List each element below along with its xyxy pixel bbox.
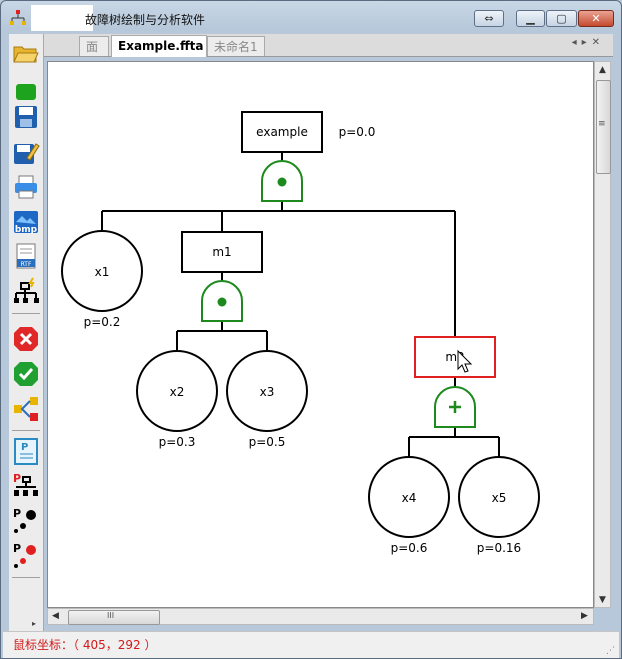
fault-tree-diagram: example p=0.0 x1 p=0.2 m1 x2 p=0.3 x3 p=… — [61, 111, 540, 555]
minimize-button[interactable]: ▁ — [516, 10, 545, 27]
tab-home[interactable]: 面 — [79, 36, 109, 56]
fault-tree-app-icon — [10, 10, 26, 25]
intermediate-event-label: m1 — [212, 245, 231, 259]
maximize-button[interactable]: ▢ — [546, 10, 577, 27]
svg-text:P: P — [21, 442, 28, 453]
fault-tree-canvas[interactable]: example p=0.0 x1 p=0.2 m1 x2 p=0.3 x3 p=… — [47, 61, 594, 608]
intermediate-event-m2-selected[interactable] — [414, 336, 496, 378]
top-event-box[interactable] — [241, 111, 323, 153]
generate-tree-icon[interactable] — [12, 277, 40, 305]
basic-event-probability: p=0.3 — [159, 435, 196, 449]
delete-node-icon[interactable] — [12, 325, 40, 353]
document-tab-bar: 面 Example.ffta 未命名1 ◂▸✕ — [9, 34, 613, 57]
basic-event-x5[interactable] — [458, 456, 540, 538]
save-as-icon[interactable] — [12, 138, 40, 166]
svg-text:P: P — [13, 542, 21, 555]
basic-event-probability: p=0.5 — [249, 435, 286, 449]
basic-event-x2[interactable] — [136, 350, 218, 432]
toolbar-separator — [12, 313, 40, 314]
title-bar[interactable]: 故障树绘制与分析软件 ⇔ ▁ ▢ ✕ — [1, 1, 621, 33]
and-gate-dot — [277, 177, 287, 187]
tab-untitled-1[interactable]: 未命名1 — [207, 36, 265, 56]
export-rtf-icon[interactable]: RTF — [12, 242, 40, 270]
scroll-down-icon[interactable]: ▼ — [599, 595, 606, 605]
basic-event-x3[interactable] — [226, 350, 308, 432]
close-button[interactable]: ✕ — [578, 10, 614, 27]
basic-event-x4[interactable] — [368, 456, 450, 538]
svg-text:P: P — [13, 472, 21, 485]
top-event-label: example — [256, 125, 308, 139]
mouse-cursor-icon — [457, 349, 473, 373]
restore-float-button[interactable]: ⇔ — [474, 10, 504, 27]
probability-events-icon[interactable]: P — [12, 506, 40, 534]
status-bar: 鼠标坐标：（ 405，292 ） ⋰ — [3, 631, 619, 658]
print-icon[interactable] — [12, 173, 40, 201]
svg-text:bmp: bmp — [15, 225, 38, 235]
mouse-coordinates: 鼠标坐标：（ 405，292 ） — [13, 638, 157, 652]
basic-event-x1[interactable] — [61, 230, 143, 312]
basic-event-label: x4 — [402, 491, 417, 505]
basic-event-probability: p=0.6 — [391, 541, 428, 555]
connect-nodes-icon[interactable] — [12, 395, 40, 423]
and-gate-dot — [217, 297, 227, 307]
window-title: 故障树绘制与分析软件 — [85, 13, 206, 27]
left-toolbar: bmp RTF — [9, 34, 44, 631]
toolbar-expand-icon[interactable]: ▸ — [32, 619, 37, 628]
probability-tree-icon[interactable]: P — [12, 471, 40, 499]
scroll-grip-icon: ≡ — [598, 119, 606, 129]
tab-scroll-arrows[interactable]: ◂▸✕ — [571, 37, 605, 48]
resize-grip-icon[interactable]: ⋰ — [606, 646, 615, 656]
open-folder-icon[interactable] — [12, 38, 40, 66]
basic-event-label: x3 — [260, 385, 275, 399]
tab-example-ffta[interactable]: Example.ffta — [111, 35, 207, 57]
basic-event-probability: p=0.2 — [84, 315, 121, 329]
check-icon[interactable] — [12, 360, 40, 388]
properties-page-icon[interactable]: P — [12, 437, 40, 465]
toolbar-separator — [12, 577, 40, 578]
probability-red-events-icon[interactable]: P — [12, 541, 40, 569]
scroll-up-icon[interactable]: ▲ — [599, 65, 606, 75]
basic-event-probability: p=0.16 — [477, 541, 521, 555]
svg-text:P: P — [13, 507, 21, 520]
horizontal-scroll-thumb[interactable]: III — [68, 610, 160, 625]
basic-event-label: x2 — [170, 385, 185, 399]
new-file-green-icon[interactable] — [12, 74, 40, 102]
scroll-right-icon[interactable]: ▶ — [581, 611, 588, 621]
scroll-left-icon[interactable]: ◀ — [52, 611, 59, 621]
horizontal-scrollbar[interactable]: ◀ III ▶ — [47, 608, 594, 625]
vertical-scrollbar[interactable]: ▲ ≡ ▼ — [594, 61, 611, 608]
scroll-grip-icon: III — [107, 611, 115, 620]
svg-text:RTF: RTF — [21, 261, 32, 268]
basic-event-label: x1 — [95, 265, 110, 279]
toolbar-separator — [12, 430, 40, 431]
basic-event-label: x5 — [492, 491, 507, 505]
intermediate-event-m1[interactable] — [181, 231, 263, 273]
save-icon[interactable] — [12, 103, 40, 131]
export-bmp-icon[interactable]: bmp — [12, 208, 40, 236]
or-gate-plus — [449, 401, 461, 413]
title-redaction — [31, 5, 93, 31]
vertical-scroll-thumb[interactable]: ≡ — [596, 80, 611, 174]
top-event-probability: p=0.0 — [339, 125, 376, 139]
